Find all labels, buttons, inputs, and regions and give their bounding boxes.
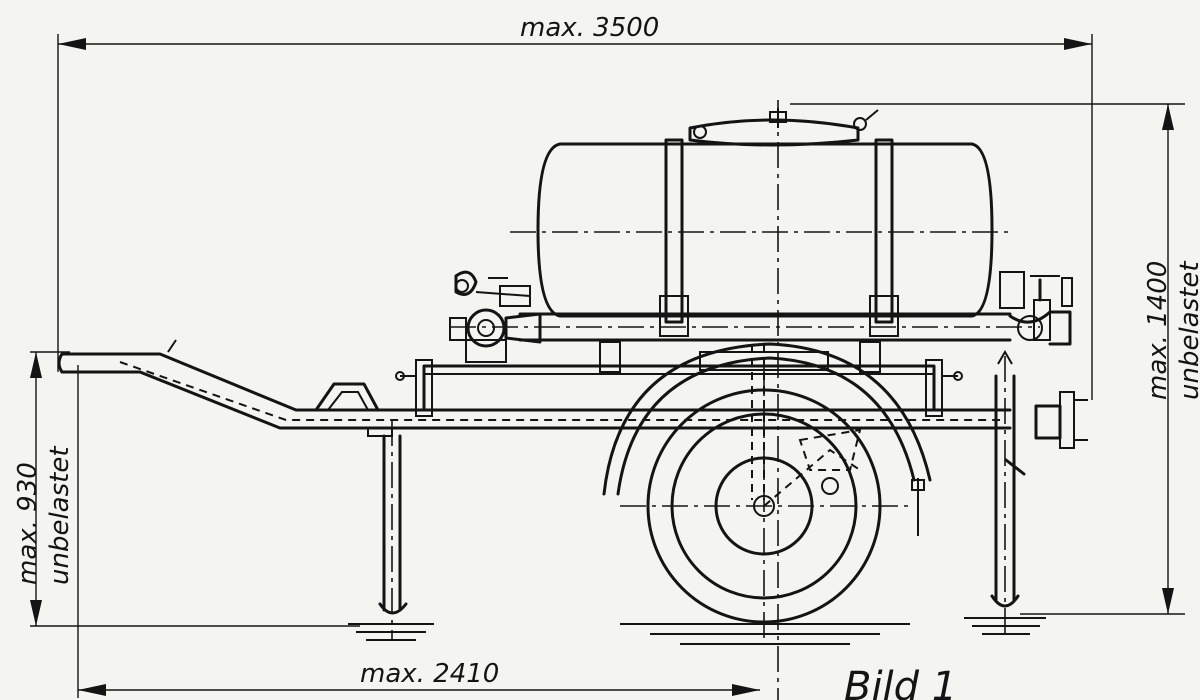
figure-label: Bild 1 [844,664,957,700]
overall-height-label: max. 1400 [1143,261,1173,400]
axle-distance-label: max. 2410 [360,659,499,689]
dimension-drawbar-height: max. 930 unbelastet [13,351,360,627]
tank [510,100,1010,700]
wheel-assembly [602,342,932,645]
chassis [57,339,1088,500]
drawbar-height-label: max. 930 [13,462,43,585]
overall-length-label: max. 3500 [520,13,659,43]
pipe-assembly [449,270,1073,363]
drawbar-height-note: unbelastet [45,446,75,585]
rear-support-leg [964,350,1046,640]
front-support-leg [348,420,434,641]
dimension-axle-distance: max. 2410 [77,365,760,698]
dimension-overall-length: max. 3500 [57,13,1093,400]
dimension-overall-height: max. 1400 unbelastet [790,103,1200,615]
overall-height-note: unbelastet [1175,261,1200,400]
